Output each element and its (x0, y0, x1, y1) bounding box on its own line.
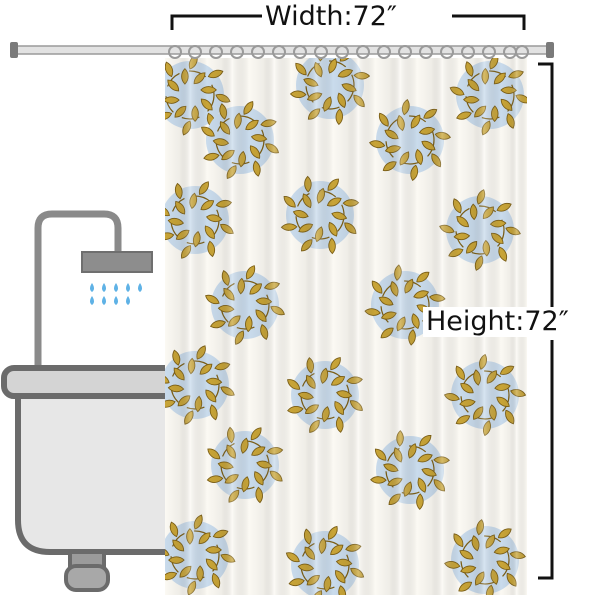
shower-head-icon (34, 210, 153, 372)
height-dimension-label: Height:72″ (423, 307, 572, 337)
width-dimension-bracket (170, 14, 526, 30)
curtain-rings (168, 45, 529, 59)
height-dimension-bracket (538, 62, 554, 580)
water-drops-icon (90, 283, 142, 305)
curtain-rod-icon (10, 42, 554, 59)
pattern-leaf (149, 86, 166, 98)
width-dimension-label: Width:72″ (262, 2, 400, 32)
shower-curtain (149, 58, 527, 595)
bathtub-icon (1, 365, 197, 592)
curtain-pleat-shading (165, 58, 527, 595)
